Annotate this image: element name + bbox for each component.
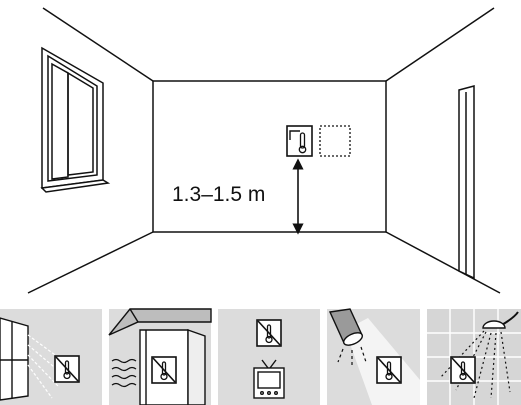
panel-near-shower [427,309,521,405]
room-outline [27,7,501,294]
ceiling-left-edge [42,7,154,82]
shower-icon [439,311,519,399]
floor-left-edge [27,231,154,294]
ceiling-right-edge [385,7,495,82]
television-icon [253,359,285,399]
floor-right-edge [385,231,501,294]
mount-height-label: 1.3–1.5 m [172,183,265,206]
thermostat-icon [286,125,313,157]
window [40,46,111,193]
panel-window-sun [0,309,102,405]
alternate-position-outline [319,125,351,157]
panel-under-lamp [327,308,420,405]
spotlight-icon [328,308,367,366]
back-wall [152,80,387,233]
panel-door-draft [108,308,212,405]
panel-above-tv [218,309,320,405]
door [458,85,475,280]
